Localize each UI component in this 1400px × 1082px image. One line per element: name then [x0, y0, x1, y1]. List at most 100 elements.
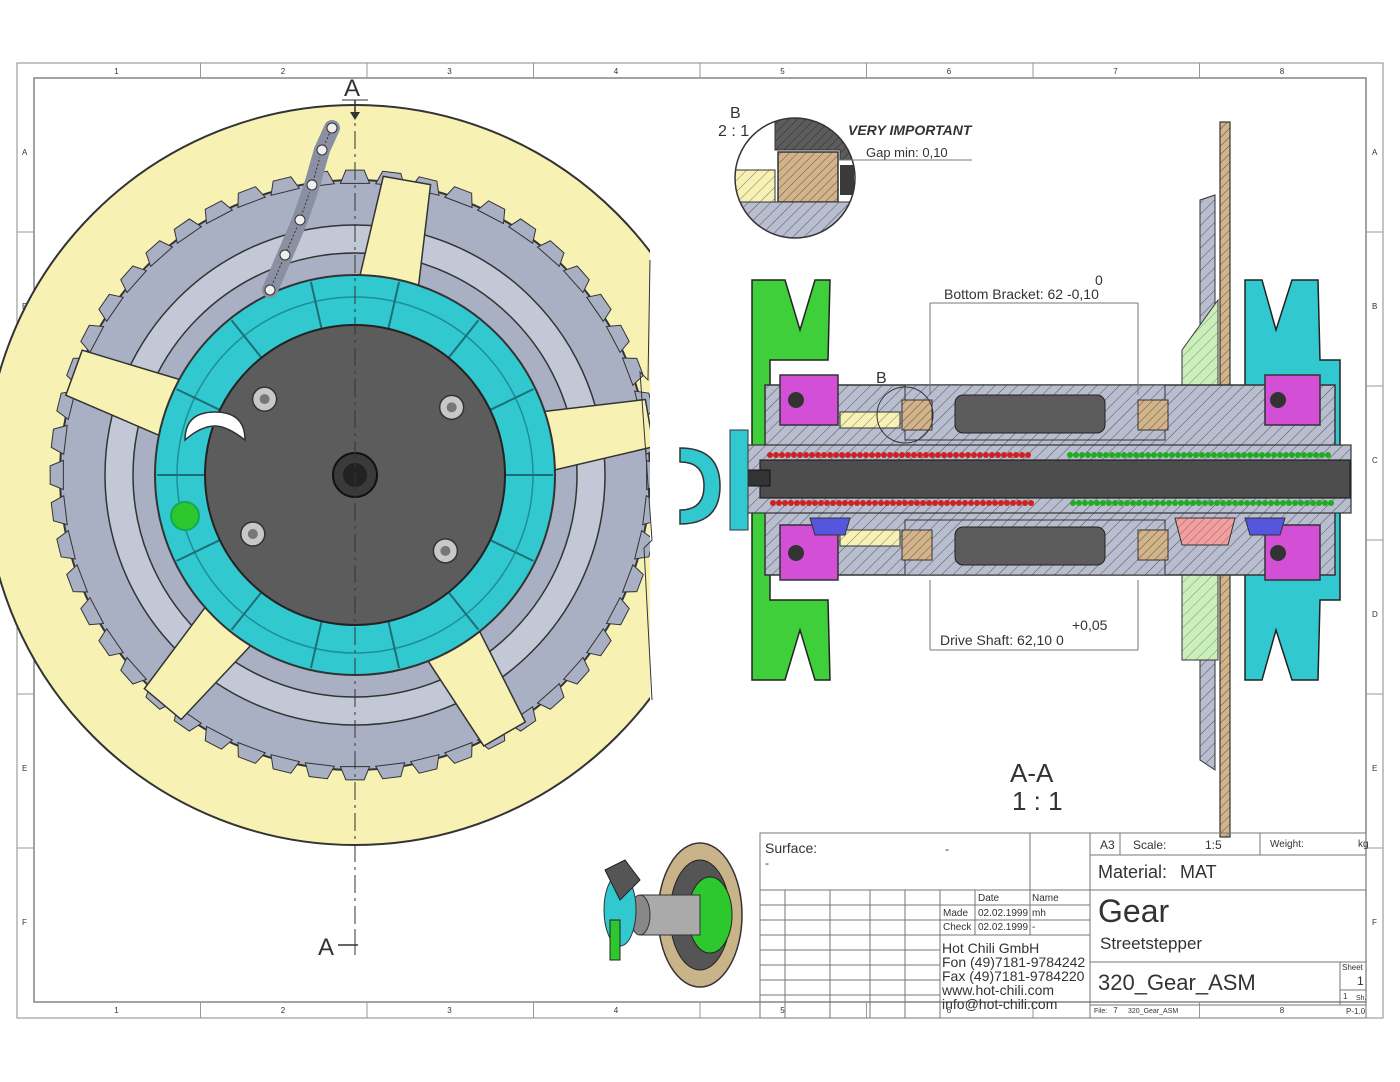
ds-upper-tol: +0,05 [1072, 617, 1108, 633]
chain-pin [279, 249, 291, 261]
ball-red [776, 500, 782, 506]
weight-label: Weight: [1270, 839, 1304, 850]
ball-red [899, 452, 905, 458]
segment-divider [387, 281, 401, 329]
gear-tooth [585, 293, 612, 323]
ball-green [1130, 500, 1136, 506]
zone-col-top: 7 [1113, 67, 1118, 76]
ball-red [863, 452, 869, 458]
blue-block-left [809, 517, 851, 536]
ball-green [1073, 452, 1079, 458]
ball-green [1265, 452, 1271, 458]
zone-row-right: E [1372, 764, 1377, 773]
notch [184, 411, 246, 442]
scale-value: 1:5 [1205, 838, 1222, 852]
ball-green [1196, 500, 1202, 506]
ball-green [1298, 500, 1304, 506]
ball-green [1151, 452, 1157, 458]
section-name: A-A [1010, 758, 1054, 788]
ball-green [1286, 500, 1292, 506]
ball-green [1145, 452, 1151, 458]
ball-red [938, 500, 944, 506]
gear-tooth [270, 176, 301, 196]
ball-green [1241, 452, 1247, 458]
gear-tooth [374, 762, 406, 780]
ball-red [779, 452, 785, 458]
zone-col-bottom: 4 [614, 1006, 619, 1015]
ball-green [1067, 452, 1073, 458]
chain-pin [264, 284, 276, 296]
ball-red [848, 500, 854, 506]
ball-green [1091, 452, 1097, 458]
ball-red [836, 500, 842, 506]
surface-label: Surface: [765, 840, 818, 856]
ball-green [1100, 500, 1106, 506]
section-scale: 1 : 1 [1012, 786, 1063, 816]
ball-green [1106, 500, 1112, 506]
ball-green [1112, 500, 1118, 506]
ball-red [953, 452, 959, 458]
paper-format: A3 [1100, 838, 1115, 852]
ball-green [1103, 452, 1109, 458]
gear-tooth [237, 741, 267, 764]
green-knob [170, 501, 200, 531]
gear-tooth [50, 494, 68, 526]
ball-red [935, 452, 941, 458]
ball-red [950, 500, 956, 506]
ball-green [1316, 500, 1322, 506]
ball-green [1166, 500, 1172, 506]
gear-tooth [237, 186, 267, 209]
company-fax: Fax (49)7181-9784220 [942, 968, 1085, 984]
gear-tooth [120, 265, 148, 294]
ball-red [818, 500, 824, 506]
blue-block-right [1244, 517, 1286, 536]
ball-red [947, 452, 953, 458]
segment-divider [447, 591, 480, 631]
segment-divider [230, 591, 263, 631]
ball-green [1163, 452, 1169, 458]
ball-red [992, 500, 998, 506]
gear-tooth [536, 682, 565, 710]
ball-red [977, 452, 983, 458]
ball-green [1079, 452, 1085, 458]
ball-green [1247, 452, 1253, 458]
zone-col-top: 5 [780, 67, 785, 76]
ball-green [1313, 452, 1319, 458]
ball-red [911, 452, 917, 458]
ball-green [1088, 500, 1094, 506]
ball-red [878, 500, 884, 506]
sheet-count: 1 [1343, 992, 1348, 1001]
ball-green [1139, 452, 1145, 458]
ball-red [851, 452, 857, 458]
ball-green [1328, 500, 1334, 506]
zone-col-bottom: 7 [1113, 1006, 1118, 1015]
isometric-view [603, 842, 743, 988]
detail-label: B [730, 105, 741, 122]
ball-red [956, 500, 962, 506]
ball-green [1268, 500, 1274, 506]
ball-green [1148, 500, 1154, 506]
ball-green [1097, 452, 1103, 458]
ball-green [1310, 500, 1316, 506]
gear-tooth [605, 324, 630, 354]
zone-col-top: 2 [281, 67, 286, 76]
ball-green [1157, 452, 1163, 458]
check-label: Check [943, 922, 972, 933]
ball-green [1256, 500, 1262, 506]
gear-tooth [443, 186, 473, 209]
ball-red [887, 452, 893, 458]
gear-tooth [98, 627, 125, 657]
zone-col-bottom: 6 [947, 1006, 952, 1015]
gear-tooth [204, 200, 234, 225]
ball-green [1271, 452, 1277, 458]
chain-pin [306, 179, 318, 191]
ball-green [1214, 500, 1220, 506]
made-date: 02.02.1999 [978, 908, 1029, 919]
ball-green [1220, 500, 1226, 506]
zone-col-bottom: 1 [114, 1006, 119, 1015]
ball-red [959, 452, 965, 458]
zone-col-bottom: 3 [447, 1006, 452, 1015]
drawing-number: 320_Gear_ASM [1098, 970, 1256, 995]
ball-red [1007, 452, 1013, 458]
